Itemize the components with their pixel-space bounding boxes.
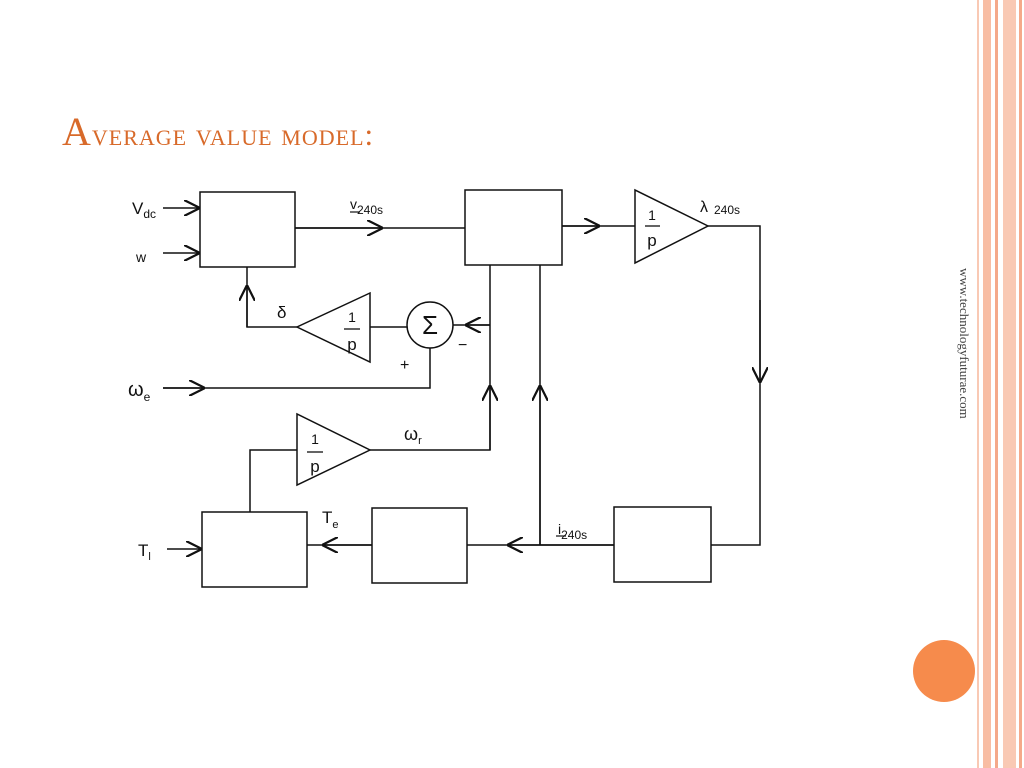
frame-line-2 — [983, 0, 991, 768]
website-url: www.technologyfuturae.com — [957, 268, 972, 419]
lambda-line — [708, 225, 761, 546]
flux-integrator-num: 1 — [648, 207, 656, 223]
label-omega-r: ωr — [404, 424, 422, 447]
speed-integrator-den: p — [310, 457, 319, 476]
sum-plus-sign: + — [400, 357, 409, 374]
label-v240s: v240s — [350, 196, 383, 217]
speed-integrator-num: 1 — [311, 431, 319, 447]
delta-line — [246, 267, 297, 328]
angle-integrator-den: p — [347, 335, 356, 354]
flux-integrator-den: p — [647, 231, 656, 250]
label-vdc: Vdc — [132, 199, 156, 221]
label-i240s: i240s — [558, 521, 587, 542]
label-omega-e: ωe — [128, 379, 151, 404]
sum-minus-sign: − — [458, 337, 467, 354]
label-te: Te — [322, 508, 339, 531]
frame-line-4 — [1003, 0, 1016, 768]
frame-line-5 — [1019, 0, 1022, 768]
frame-line-3 — [995, 0, 998, 768]
label-delta: δ — [277, 303, 286, 322]
block-current — [613, 506, 712, 583]
block-mechanical — [201, 511, 308, 588]
block-inverter — [199, 191, 296, 268]
title-first-letter: A — [62, 109, 92, 154]
mech-to-integrator-line — [249, 449, 297, 512]
slide-title: Average value model: — [62, 108, 374, 155]
omega-e-line — [163, 348, 431, 389]
block-machine — [464, 189, 563, 266]
title-rest: verage value model: — [91, 117, 375, 152]
label-w: w — [135, 249, 147, 265]
sum-symbol: Σ — [422, 310, 438, 340]
angle-integrator-num: 1 — [348, 309, 356, 325]
accent-dot — [913, 640, 975, 702]
block-torque — [371, 507, 468, 584]
frame-line-1 — [977, 0, 979, 768]
integrator-angle — [295, 291, 371, 364]
label-tl: Tl — [138, 541, 151, 563]
integrator-speed — [296, 412, 372, 487]
